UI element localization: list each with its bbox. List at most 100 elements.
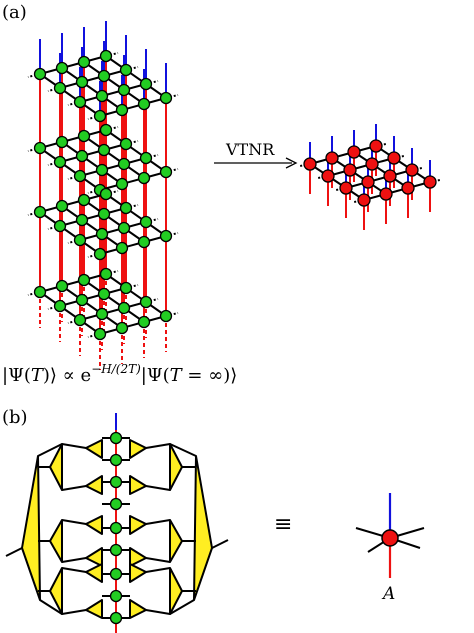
tensor-node xyxy=(73,95,87,109)
tensor-node xyxy=(95,227,109,241)
tensor-node xyxy=(77,129,91,143)
bond xyxy=(39,599,63,615)
bond xyxy=(145,567,171,573)
open-bond xyxy=(5,547,23,557)
tensor-node xyxy=(109,497,123,511)
tensor-node xyxy=(109,453,123,467)
bond xyxy=(145,443,171,449)
tensor-node xyxy=(339,181,353,195)
tensor-node xyxy=(159,165,173,179)
tensor-node xyxy=(109,431,123,445)
tensor-node xyxy=(95,163,109,177)
tensor-node xyxy=(369,139,383,153)
tensor-node xyxy=(117,301,131,315)
disentangler xyxy=(85,547,103,567)
tensor-node xyxy=(55,279,69,293)
bond xyxy=(169,443,197,457)
isometry-right-outer xyxy=(193,455,213,601)
bond xyxy=(169,599,195,615)
tensor-node xyxy=(75,75,89,89)
tensor-a-node xyxy=(381,529,399,547)
tensor-node xyxy=(343,163,357,177)
tensor-node xyxy=(139,77,153,91)
tensor-node xyxy=(401,181,415,195)
tensor-node xyxy=(115,321,129,335)
tensor-node xyxy=(95,307,109,321)
tensor-node xyxy=(109,567,123,581)
tensor-node xyxy=(139,215,153,229)
tensor-node xyxy=(117,221,131,235)
tensor-node xyxy=(73,313,87,327)
bond xyxy=(145,519,171,525)
tensor-node xyxy=(55,61,69,75)
tensor-node xyxy=(117,83,131,97)
tensor-node xyxy=(137,97,151,111)
tensor-node xyxy=(33,285,47,299)
tensor-node xyxy=(75,149,89,163)
bond xyxy=(37,443,63,457)
isometry-right xyxy=(169,519,183,563)
tensor-node xyxy=(99,49,113,63)
tensor-node xyxy=(97,207,111,221)
tensor-a-label: A xyxy=(381,584,395,604)
tensor-node xyxy=(53,155,67,169)
tensor-node xyxy=(357,193,371,207)
tensor-node xyxy=(117,157,131,171)
tensor-node xyxy=(95,89,109,103)
panel-b-label: (b) xyxy=(2,407,28,428)
disentangler xyxy=(85,475,103,495)
tensor-node xyxy=(53,299,67,313)
bond xyxy=(145,485,171,491)
tensor-node xyxy=(97,287,111,301)
tensor-node xyxy=(137,315,151,329)
tensor-node xyxy=(137,235,151,249)
tensor-node xyxy=(159,309,173,323)
open-bond xyxy=(211,539,229,549)
disentangler xyxy=(129,515,147,535)
tensor-node xyxy=(365,157,379,171)
tensor-node xyxy=(97,69,111,83)
isometry-left xyxy=(49,443,63,491)
tensor-node xyxy=(53,219,67,233)
tensor-node xyxy=(347,145,361,159)
tensor-node xyxy=(77,193,91,207)
equivalence-symbol: ≡ xyxy=(274,512,292,537)
tensor-node xyxy=(159,229,173,243)
tensor-node xyxy=(109,543,123,557)
bond xyxy=(145,557,171,563)
tensor-node xyxy=(73,233,87,247)
tensor-node xyxy=(119,137,133,151)
tensor-node xyxy=(77,273,91,287)
tensor-node xyxy=(119,201,133,215)
tensor-node xyxy=(115,103,129,117)
tensor-node xyxy=(159,91,173,105)
vtnr-label: VTNR xyxy=(225,140,275,159)
bond xyxy=(61,609,87,615)
tensor-node xyxy=(387,151,401,165)
tensor-node xyxy=(423,175,437,189)
tensor-node xyxy=(303,157,317,171)
tensor-node xyxy=(139,151,153,165)
tensor-node xyxy=(119,281,133,295)
tensor-node xyxy=(53,81,67,95)
tensor-node xyxy=(99,187,113,201)
isometry-right xyxy=(169,567,183,615)
disentangler xyxy=(85,439,103,459)
tensor-node xyxy=(405,163,419,177)
tensor-node xyxy=(73,169,87,183)
disentangler xyxy=(85,599,103,619)
disentangler xyxy=(85,563,103,583)
tensor-node xyxy=(383,169,397,183)
tensor-node xyxy=(325,151,339,165)
tensor-node xyxy=(109,475,123,489)
isometry-left-outer xyxy=(21,455,41,601)
tensor-node xyxy=(75,293,89,307)
tensor-node xyxy=(93,109,107,123)
imaginary-time-tensor-stack xyxy=(27,21,179,370)
tensor-node xyxy=(77,55,91,69)
tensor-node xyxy=(361,175,375,189)
tensor-node xyxy=(119,63,133,77)
vtnr-arrow xyxy=(214,157,298,169)
disentangler xyxy=(85,515,103,535)
